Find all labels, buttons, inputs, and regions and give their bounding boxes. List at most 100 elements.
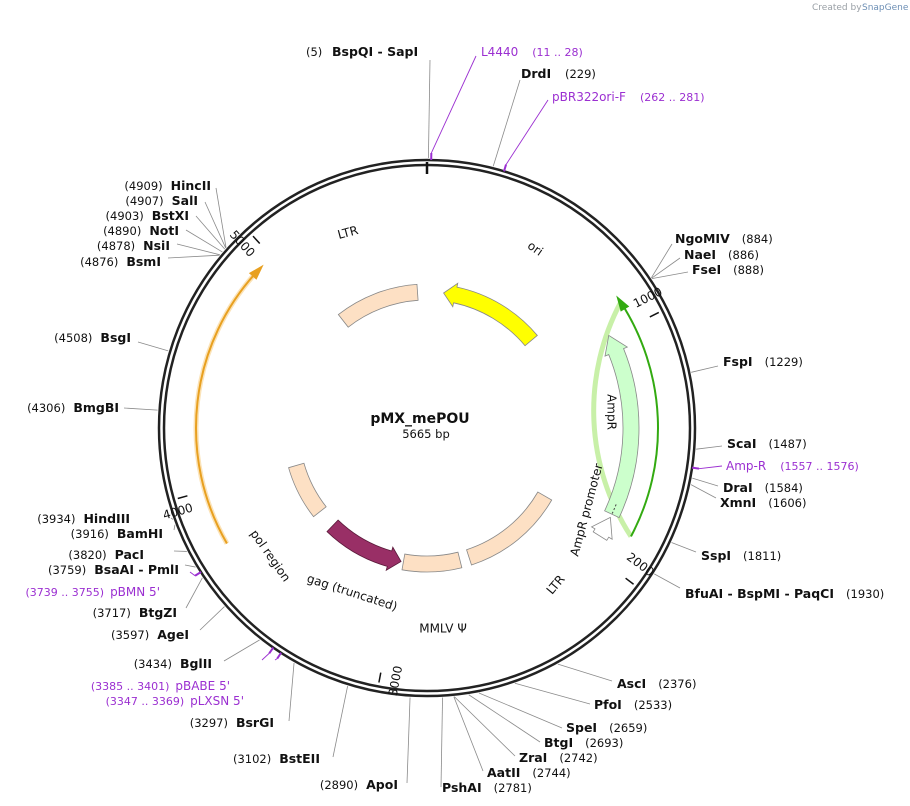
primer-range-pbmn-5: (3739 .. 3755)	[26, 586, 105, 599]
site-pos-sspi: (1811)	[743, 549, 781, 563]
feature-ampr-2	[604, 334, 640, 519]
feature-label-gag-truncated-6: gag (truncated)	[305, 571, 399, 613]
site-pos-fspi: (1229)	[765, 355, 803, 369]
site-leader-26	[173, 524, 176, 531]
leader-layer	[123, 55, 723, 788]
site-leader-31	[176, 243, 220, 256]
site-leader-21	[223, 639, 260, 662]
site-pos-paci: (3820)	[68, 548, 106, 562]
site-pos-bsrgi: (3297)	[190, 716, 228, 730]
primer-leader-amp-r	[698, 465, 723, 470]
site-leader-15	[454, 696, 516, 757]
site-leader-20	[288, 662, 295, 722]
site-pos-btgi: (2693)	[585, 736, 623, 750]
site-name-bsteii: BstEII	[279, 751, 320, 766]
feature-label-pol-region-7: pol region	[247, 527, 293, 584]
site-name-ngomiv: NgoMIV	[675, 231, 730, 246]
feature-ltr-4	[466, 491, 553, 566]
site-name-aatii: AatII	[487, 765, 520, 780]
orf-gag-pol-arc	[195, 269, 259, 544]
site-pos-asci: (2376)	[658, 677, 696, 691]
site-leader-14	[468, 694, 541, 743]
plasmid-name: pMX_mePOU	[370, 411, 469, 427]
site-leader-32	[185, 229, 223, 253]
site-name-asci: AscI	[617, 676, 646, 691]
tick-mark-1000	[649, 311, 660, 318]
site-pos-sali: (4907)	[125, 194, 163, 208]
ampr-dotted-region	[611, 504, 617, 515]
site-pos-bsgi: (4508)	[54, 331, 92, 345]
site-pos-ngomiv: (884)	[742, 232, 773, 246]
site-pos-xmni: (1606)	[768, 496, 806, 510]
site-name-hindiii: HindIII	[83, 511, 130, 526]
site-name-naei: NaeI	[684, 247, 716, 262]
credit-brand: SnapGene	[862, 3, 909, 13]
site-leader-34	[204, 201, 227, 249]
site-pos-nsii: (4878)	[97, 239, 135, 253]
site-leader-23	[185, 577, 203, 609]
orf-ampr-arrowhead	[616, 295, 630, 312]
site-leader-22	[199, 606, 225, 631]
tick-mark-3000	[378, 672, 382, 683]
site-pos-agei: (3597)	[111, 628, 149, 642]
site-pos-drdi: (229)	[565, 67, 596, 81]
site-name-drdi: DrdI	[521, 66, 551, 81]
site-pos-btgzi: (3717)	[93, 606, 131, 620]
site-name-nsii: NsiI	[143, 238, 170, 253]
primer-mark-pbr322ori-f	[503, 164, 507, 172]
site-name-bsrgi: BsrGI	[236, 715, 274, 730]
primer-name-pbmn-5: pBMN 5'	[110, 585, 160, 599]
primer-mark-amp-r	[691, 466, 700, 470]
feature-label-ampr-promoter-3: AmpR promoter	[567, 462, 605, 558]
primer-range-plxsn-5: (3347 .. 3369)	[106, 695, 185, 708]
site-pos-pshai: (2781)	[494, 781, 532, 795]
site-name-fspi: FspI	[723, 354, 753, 369]
primer-range-amp-r: (1557 .. 1576)	[780, 460, 859, 473]
feature-ltr-0	[337, 283, 419, 328]
site-pos-bfuai-bspmi-paqci: (1930)	[846, 587, 884, 601]
site-name-xmni: XmnI	[720, 495, 756, 510]
site-name-drai: DraI	[723, 480, 753, 495]
site-pos-bglii: (3434)	[134, 657, 172, 671]
orf-gag-pol-arrowhead	[248, 264, 264, 280]
primer-name-pbr322ori-f: pBR322ori-F	[552, 90, 626, 104]
tick-mark-4000	[177, 495, 188, 500]
site-leader-9	[671, 542, 697, 553]
site-name-scai: ScaI	[727, 436, 757, 451]
site-name-agei: AgeI	[157, 627, 189, 642]
credit-prefix: Created by	[812, 3, 862, 13]
site-leader-19	[332, 685, 349, 758]
primer-range-l4440: (11 .. 28)	[532, 46, 583, 59]
site-leader-24	[184, 564, 196, 568]
feature-gag-truncated-6	[326, 519, 402, 572]
primer-mark-pbabe-5	[268, 646, 275, 654]
primer-name-plxsn-5: pLXSN 5'	[190, 694, 244, 708]
site-pos-hindiii: (3934)	[37, 512, 75, 526]
site-pos-scai: (1487)	[769, 437, 807, 451]
site-pos-fsei: (888)	[733, 263, 764, 277]
site-pos-zrai: (2742)	[559, 751, 597, 765]
site-leader-30	[167, 254, 220, 259]
site-leader-12	[514, 682, 591, 705]
site-name-bamhi: BamHI	[117, 526, 163, 541]
site-pos-drai: (1584)	[765, 481, 803, 495]
site-name-fsei: FseI	[692, 262, 721, 277]
tick-mark-5000	[252, 235, 261, 245]
site-pos-bspqi-sapi: (5)	[306, 45, 322, 59]
site-name-btgzi: BtgZI	[139, 605, 177, 620]
site-leader-7	[692, 477, 719, 487]
primer-leader-plxsn-5	[274, 658, 278, 661]
feature-label-ltr-4: LTR	[544, 572, 568, 597]
site-pos-apoi: (2890)	[320, 778, 358, 792]
site-leader-33	[195, 215, 226, 250]
site-name-hincii: HincII	[171, 178, 211, 193]
primer-name-l4440: L4440	[481, 45, 518, 59]
orf-ampr-arc	[619, 301, 659, 537]
site-name-spei: SpeI	[566, 720, 597, 735]
primer-mark-pbmn-5	[194, 571, 202, 577]
site-name-pshai: PshAI	[442, 780, 482, 795]
feature-ampr-promoter-3	[590, 516, 613, 541]
primer-leader-pbabe-5	[261, 652, 270, 661]
